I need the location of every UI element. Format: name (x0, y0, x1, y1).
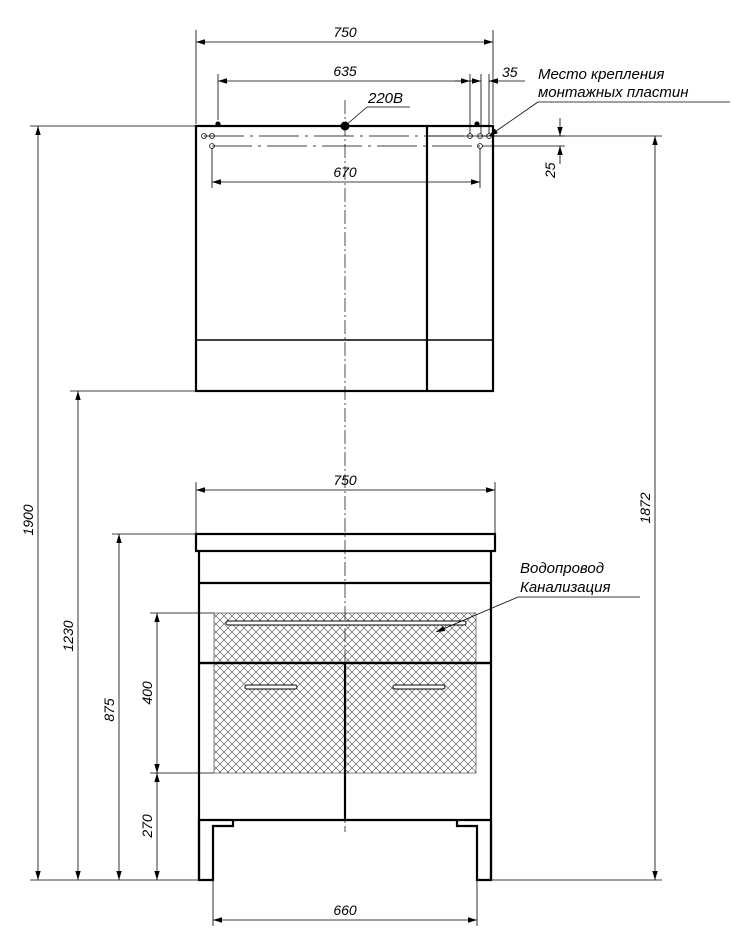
plumbing-note-line1: Водопровод (520, 560, 604, 577)
mounting-note-line1: Место крепления (538, 66, 664, 83)
mounting-screw (474, 121, 480, 127)
right-leg (455, 820, 493, 882)
vanity-cabinet (194, 532, 497, 882)
left-leg (197, 820, 235, 882)
dim-hatch-bottom-label: 270 (139, 814, 155, 839)
dim-legs-width-label: 660 (333, 902, 357, 918)
dim-mount-height-label: 1872 (637, 492, 653, 523)
dim-cabinet-width-label: 750 (333, 472, 357, 488)
dim-mirror-width-label: 750 (333, 24, 357, 40)
dim-plate-spacing-label: 635 (333, 63, 357, 79)
mounting-hole (209, 133, 215, 139)
dim-inner-width-label: 670 (333, 164, 357, 180)
dim-cabinet-height-label: 875 (101, 698, 117, 722)
door-handle-left (244, 684, 298, 690)
dim-hatch-height-label: 400 (139, 681, 155, 705)
dim-plate-offset-label: 35 (502, 64, 518, 80)
countertop (194, 532, 497, 553)
dim-top-offset-label: 25 (542, 162, 558, 179)
power-label: 220В (367, 90, 403, 107)
dim-total-height-label: 1900 (20, 504, 36, 535)
mounting-hole (201, 133, 207, 139)
plumbing-note-line2: Канализация (520, 579, 611, 596)
mirror-cabinet (194, 121, 495, 393)
door-handle-right (392, 684, 446, 690)
mounting-note-line2: монтажных пластин (538, 84, 688, 101)
drawer-handle (225, 620, 467, 626)
mounting-screw (215, 121, 221, 127)
dim-mirror-bottom-label: 1230 (60, 620, 76, 651)
